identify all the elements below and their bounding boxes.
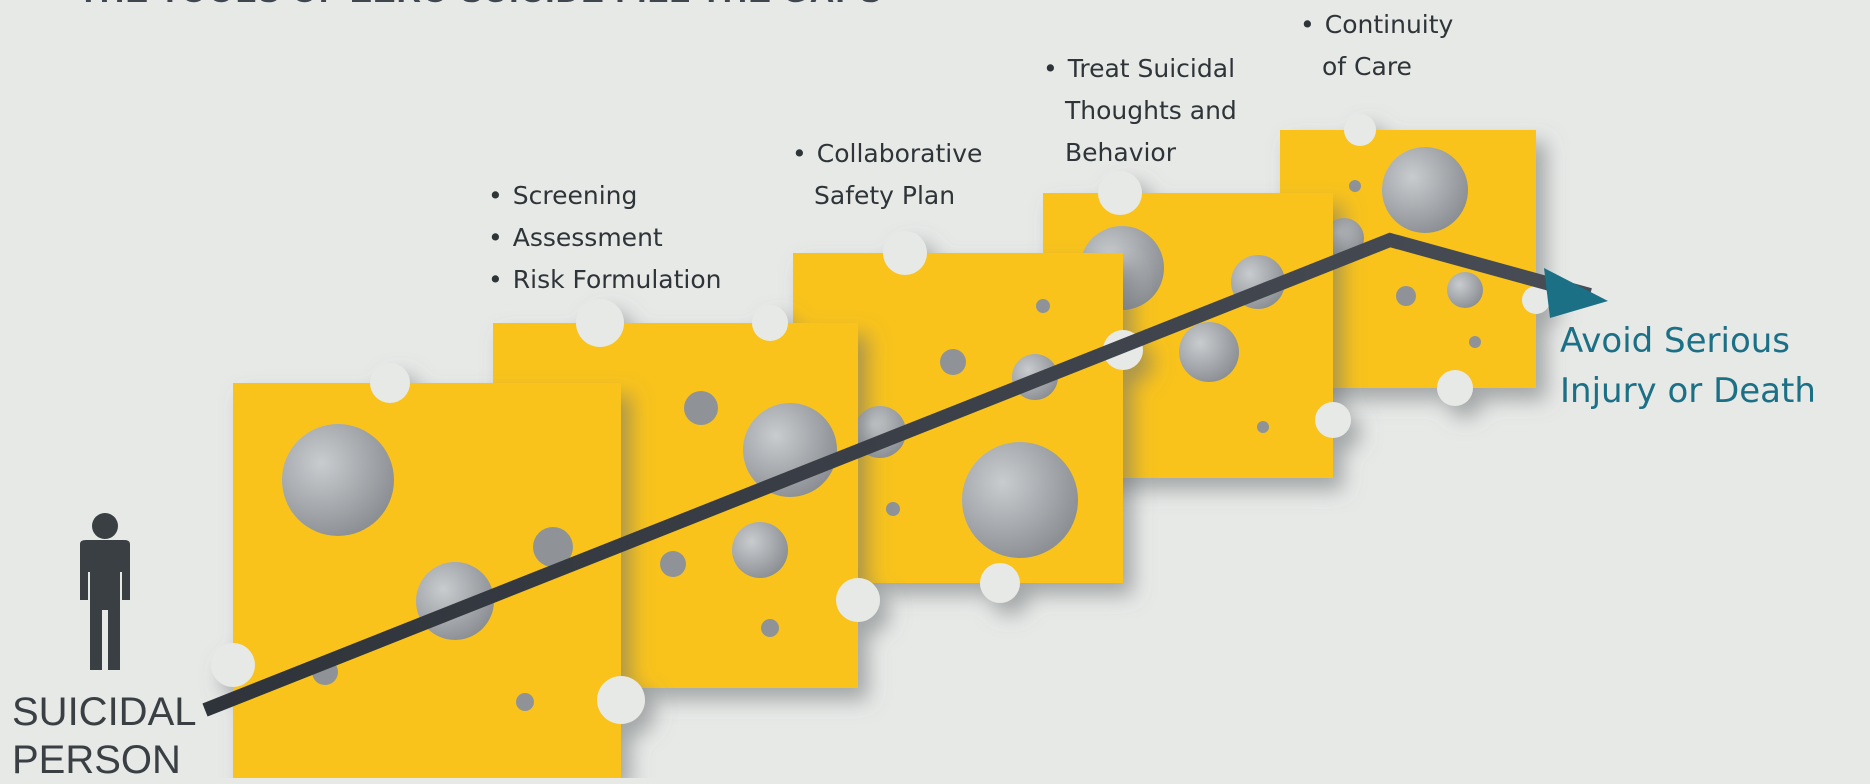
layer-5-labels: Continuity of Care <box>1300 4 1453 88</box>
label-safety-plan: Safety Plan <box>814 181 956 210</box>
label-continuity: Continuity <box>1300 4 1454 46</box>
label-of-care: of Care <box>1322 52 1412 81</box>
label-collaborative: Collaborative <box>792 133 983 175</box>
suicidal-person-label: SUICIDAL PERSON <box>12 688 197 784</box>
cheese-slice-layer-1 <box>211 363 645 778</box>
threat-path <box>202 232 1592 717</box>
layer-4-labels: Treat Suicidal Thoughts and Behavior <box>1043 48 1237 174</box>
label-thoughts-and: Thoughts and <box>1065 96 1237 125</box>
label-assessment: Assessment <box>488 217 722 259</box>
person-icon <box>80 513 130 670</box>
label-screening: Screening <box>488 175 722 217</box>
label-treat-suicidal: Treat Suicidal <box>1043 48 1237 90</box>
outcome-line-2: Injury or Death <box>1560 371 1816 411</box>
label-risk-formulation: Risk Formulation <box>488 259 722 301</box>
label-behavior: Behavior <box>1065 138 1177 167</box>
outcome-label: Avoid Serious Injury or Death <box>1560 316 1816 416</box>
cheese-holes-layer-5 <box>1324 147 1483 348</box>
outcome-line-1: Avoid Serious <box>1560 321 1791 361</box>
layer-3-labels: Collaborative Safety Plan <box>792 133 982 217</box>
cheese-holes-layer-3 <box>854 299 1078 558</box>
layer-2-labels: Screening Assessment Risk Formulation <box>488 175 722 301</box>
outcome-arrowhead-icon <box>1544 268 1608 318</box>
person-label-line-1: SUICIDAL <box>12 690 197 734</box>
person-label-line-2: PERSON <box>12 738 181 782</box>
diagram-title: THE TOOLS OF ZERO SUICIDE FILL THE GAPS <box>78 0 883 11</box>
